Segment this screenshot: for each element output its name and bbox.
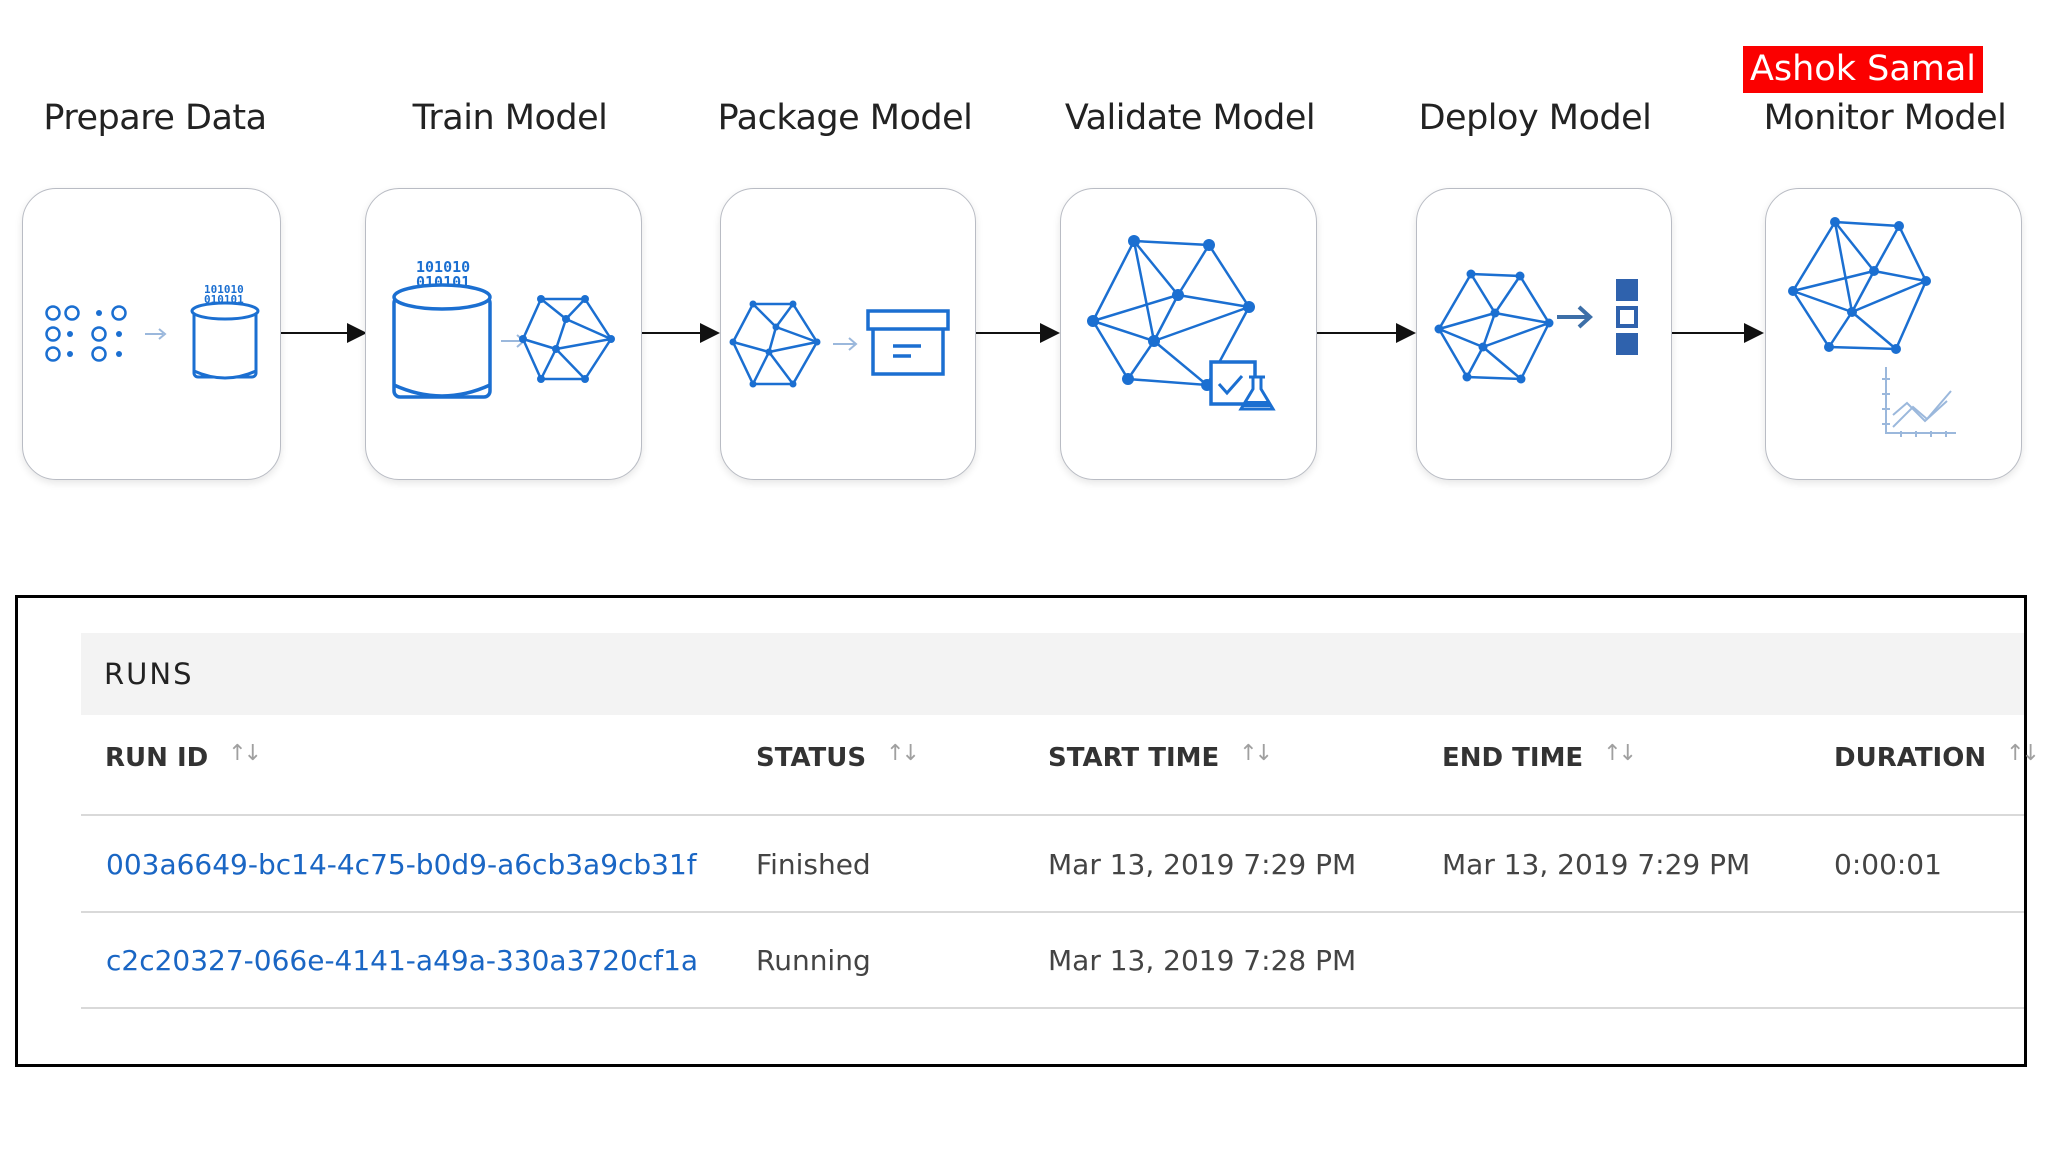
column-header-run-id[interactable]: RUN ID ↑↓ bbox=[105, 741, 262, 773]
column-header-label: START TIME bbox=[1048, 743, 1220, 773]
column-header-start-time[interactable]: START TIME ↑↓ bbox=[1048, 741, 1273, 773]
column-header-end-time[interactable]: END TIME ↑↓ bbox=[1442, 741, 1637, 773]
row-divider bbox=[81, 911, 2024, 913]
column-header-status[interactable]: STATUS ↑↓ bbox=[756, 741, 920, 773]
validate-model-icon bbox=[1087, 235, 1276, 411]
package-model-icon bbox=[729, 300, 950, 388]
header-divider bbox=[81, 814, 2024, 816]
run-duration: 0:00:01 bbox=[1834, 848, 1942, 881]
deploy-model-icon bbox=[1434, 269, 1638, 384]
stage-title-train-model: Train Model bbox=[412, 98, 608, 138]
sort-arrows-icon[interactable]: ↑↓ bbox=[1239, 741, 1273, 766]
stage-title-prepare-data: Prepare Data bbox=[43, 98, 267, 138]
stage-card-deploy-model bbox=[1416, 188, 1672, 480]
stage-card-prepare-data: 101010 010101 bbox=[22, 188, 281, 480]
run-id-link[interactable]: 003a6649-bc14-4c75-b0d9-a6cb3a9cb31f bbox=[106, 848, 697, 881]
run-start-time: Mar 13, 2019 7:29 PM bbox=[1048, 848, 1357, 881]
runs-panel: RUNS RUN ID ↑↓ STATUS ↑↓ START TIME ↑↓ END … bbox=[15, 595, 2040, 1067]
stage-card-train-model: 101010 010101 101010 bbox=[365, 188, 642, 480]
column-header-label: RUN ID bbox=[105, 743, 209, 773]
stage-title-deploy-model: Deploy Model bbox=[1418, 98, 1652, 138]
sort-arrows-icon[interactable]: ↑↓ bbox=[228, 741, 262, 766]
run-start-time: Mar 13, 2019 7:28 PM bbox=[1048, 944, 1357, 977]
column-header-duration[interactable]: DURATION ↑↓ bbox=[1834, 741, 2040, 773]
train-model-icon: 101010 010101 101010 bbox=[392, 258, 615, 399]
pipeline-connectors bbox=[279, 323, 1764, 343]
trend-chart-icon bbox=[1882, 367, 1956, 437]
run-id-link[interactable]: c2c20327-066e-4141-a49a-330a3720cf1a bbox=[106, 944, 699, 977]
sort-arrows-icon[interactable]: ↑↓ bbox=[1603, 741, 1637, 766]
column-header-label: DURATION bbox=[1834, 743, 1987, 773]
stage-card-validate-model bbox=[1060, 188, 1317, 480]
runs-header: RUNS bbox=[81, 633, 2024, 715]
runs-title: RUNS bbox=[104, 657, 194, 691]
run-status: Running bbox=[756, 944, 871, 977]
sort-arrows-icon[interactable]: ↑↓ bbox=[2006, 741, 2040, 766]
sort-arrows-icon[interactable]: ↑↓ bbox=[886, 741, 920, 766]
stage-title-package-model: Package Model bbox=[717, 98, 973, 138]
run-status: Finished bbox=[756, 848, 871, 881]
monitor-model-icon bbox=[1788, 217, 1956, 437]
svg-text:101010: 101010 bbox=[204, 283, 244, 296]
stage-title-validate-model: Validate Model bbox=[1064, 98, 1316, 138]
author-badge: Ashok Samal bbox=[1743, 46, 1983, 93]
row-divider bbox=[81, 1007, 2024, 1009]
column-header-label: STATUS bbox=[756, 743, 867, 773]
run-end-time: Mar 13, 2019 7:29 PM bbox=[1442, 848, 1751, 881]
stage-title-monitor-model: Monitor Model bbox=[1763, 98, 2007, 138]
prepare-data-icon: 101010 010101 bbox=[45, 283, 260, 380]
stage-card-package-model bbox=[720, 188, 976, 480]
svg-text:101010: 101010 bbox=[416, 258, 470, 276]
column-header-label: END TIME bbox=[1442, 743, 1584, 773]
svg-text:010101: 010101 bbox=[204, 293, 244, 306]
stage-card-monitor-model bbox=[1765, 188, 2022, 480]
